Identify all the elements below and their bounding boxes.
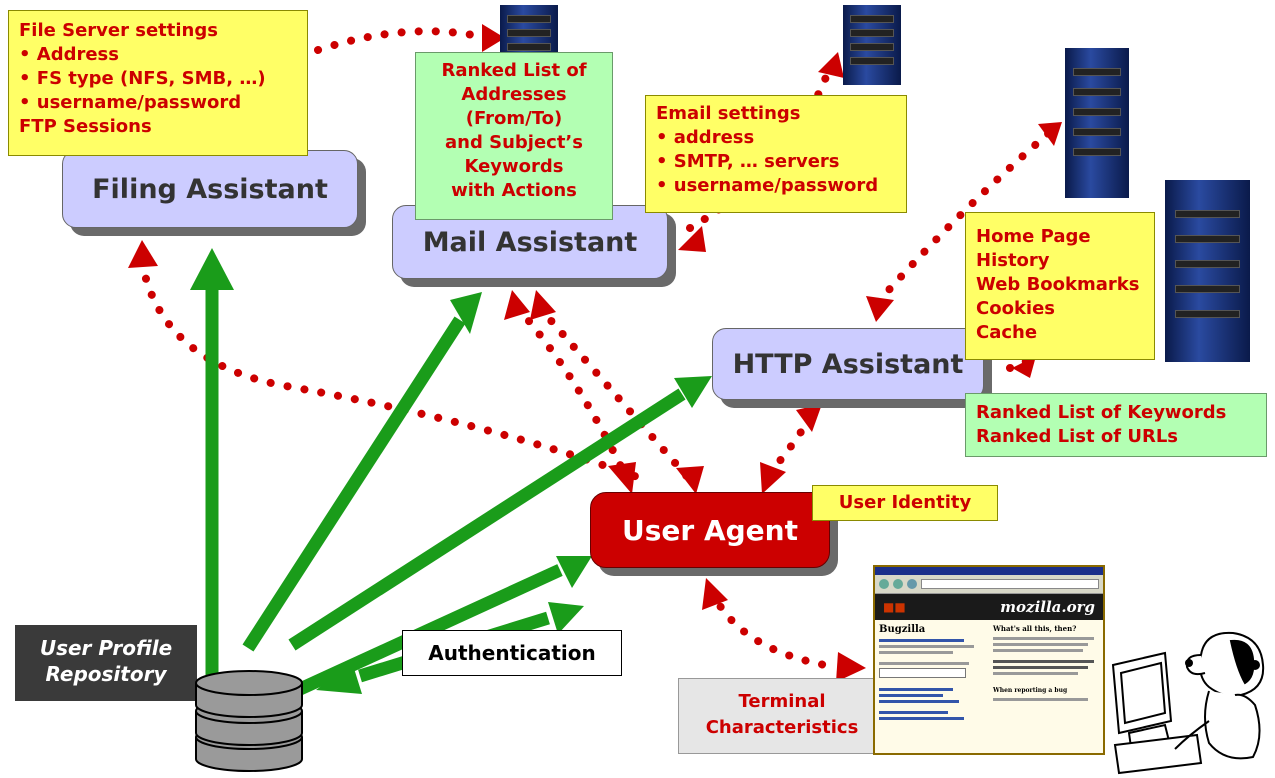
user-identity-label: User Identity: [838, 492, 972, 513]
red-head-mail-down: [678, 226, 706, 252]
note-line: History: [976, 250, 1050, 271]
dotted-arrow-filing-server: [314, 27, 492, 54]
browser-titlebar: [875, 567, 1103, 575]
dotted-arrow-http-top-server: [874, 128, 1054, 306]
http-server-image-bottom: [1165, 180, 1250, 362]
note-line: File Server settings: [19, 20, 218, 41]
ranked-addresses-note: Ranked List of Addresses (From/To) and S…: [415, 52, 613, 220]
mail-assistant-label: Mail Assistant: [422, 226, 638, 258]
dotted-arrow-http-right-server: [1006, 346, 1054, 372]
red-head-http-up: [796, 404, 822, 432]
note-line: (From/To): [465, 108, 563, 129]
green-arrow-to-mail: [242, 316, 466, 652]
red-head-mail-left-up: [504, 290, 530, 320]
browser-toolbar: [875, 575, 1103, 594]
browser-brand: mozilla.org: [1000, 598, 1095, 616]
red-head-agent-up: [702, 578, 728, 610]
note-line: Ranked List of URLs: [976, 426, 1179, 447]
file-server-settings-note: File Server settings • Address • FS type…: [8, 10, 308, 156]
user-agent-label: User Agent: [622, 513, 798, 547]
snoopy-computer-drawing: [1111, 631, 1265, 775]
note-line: Ranked List of Keywords: [976, 402, 1227, 423]
http-assistant-box: HTTP Assistant: [712, 328, 984, 400]
note-line: Addresses: [461, 84, 567, 105]
note-line: • username/password: [19, 92, 242, 113]
database-icon: [195, 670, 303, 772]
red-head-agent-1: [608, 462, 636, 494]
green-head-auth-right: [548, 602, 584, 634]
red-head-http-down: [866, 296, 894, 322]
browser-heading: Bugzilla: [879, 624, 926, 635]
filing-assistant-label: Filing Assistant: [92, 173, 328, 205]
browser-section: When reporting a bug: [993, 687, 1068, 694]
browser-banner: ■■ mozilla.org: [875, 594, 1103, 620]
dotted-arrow-http-agent: [764, 414, 814, 479]
red-head-agent-2: [676, 466, 704, 494]
red-head-http-right: [1012, 356, 1036, 378]
red-head-mail-server: [818, 52, 844, 78]
terminal-characteristics-note: Terminal Characteristics: [678, 678, 886, 754]
http-assistant-label: HTTP Assistant: [732, 348, 964, 380]
http-data-note: Home Page History Web Bookmarks Cookies …: [965, 212, 1155, 360]
note-line: • Address: [19, 44, 119, 65]
note-line: and Subject’s: [445, 132, 583, 153]
browser-content: Bugzilla What's all this, then? When rep…: [875, 620, 1103, 753]
red-head-filing-server: [482, 24, 505, 52]
http-server-image-top: [1065, 48, 1129, 198]
browser-screenshot: ■■ mozilla.org Bugzilla What's all this,…: [873, 565, 1105, 755]
green-head-auth-left: [316, 662, 362, 694]
dotted-arrow-mail-agent-right: [536, 304, 694, 484]
red-head-filing-up: [128, 240, 158, 268]
note-line: • username/password: [656, 175, 879, 196]
repository-label-line: Repository: [45, 662, 167, 686]
red-head-mail-right-up: [530, 290, 556, 320]
green-head-mail: [450, 292, 482, 334]
mail-server-image: [843, 5, 901, 85]
authentication-label-box: Authentication: [402, 630, 622, 676]
email-settings-note: Email settings • address • SMTP, … serve…: [645, 95, 907, 213]
green-arrow-to-http: [288, 388, 686, 651]
dotted-arrow-mail-agent-left: [514, 304, 629, 479]
note-line: FTP Sessions: [19, 116, 152, 137]
user-identity-note: User Identity: [812, 485, 998, 521]
note-line: Home Page: [976, 226, 1091, 247]
note-line: Keywords: [464, 156, 564, 177]
green-head-http: [674, 376, 712, 408]
note-line: Characteristics: [705, 717, 859, 738]
note-line: Cookies: [976, 298, 1056, 319]
green-head-agent: [556, 556, 592, 588]
filing-assistant-box: Filing Assistant: [62, 150, 358, 228]
note-line: Ranked List of: [441, 60, 587, 81]
browser-side-heading: What's all this, then?: [993, 624, 1077, 633]
note-line: Web Bookmarks: [976, 274, 1140, 295]
dotted-arrow-agent-terminal: [708, 588, 834, 670]
note-line: Email settings: [656, 103, 801, 124]
repository-label-box: User Profile Repository: [15, 625, 197, 701]
repository-label-line: User Profile: [39, 636, 173, 660]
red-head-agent-3: [760, 462, 786, 494]
ranked-keywords-note: Ranked List of Keywords Ranked List of U…: [965, 393, 1267, 457]
authentication-label: Authentication: [428, 641, 596, 665]
note-line: Cache: [976, 322, 1038, 343]
note-line: • SMTP, … servers: [656, 151, 840, 172]
note-line: • FS type (NFS, SMB, …): [19, 68, 266, 89]
red-head-http-top-server: [1038, 122, 1062, 146]
note-line: with Actions: [451, 180, 577, 201]
note-line: Terminal: [738, 691, 826, 712]
green-head-filing: [190, 248, 234, 290]
note-line: • address: [656, 127, 755, 148]
red-head-terminal: [836, 652, 866, 682]
dotted-arrow-filing-agent: [138, 258, 644, 482]
user-agent-box: User Agent: [590, 492, 830, 568]
